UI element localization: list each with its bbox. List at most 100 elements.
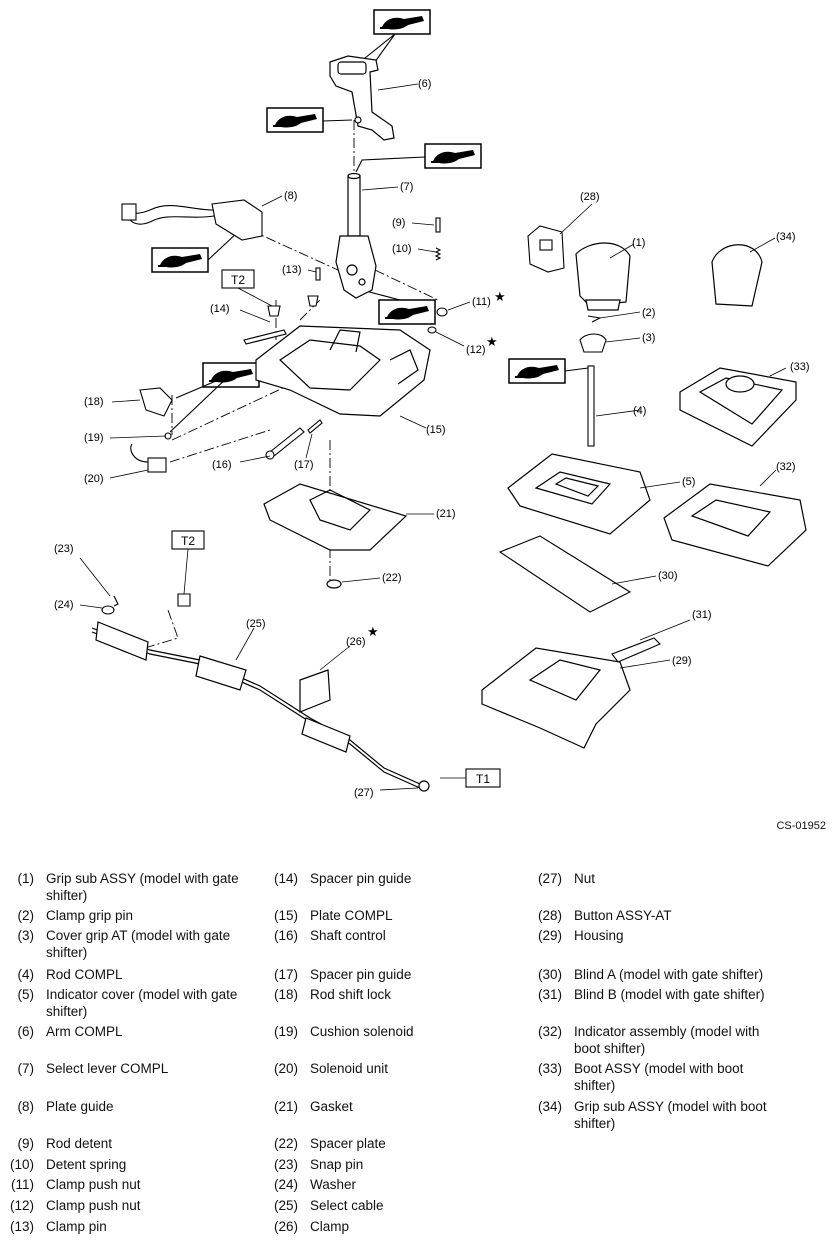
solenoid-unit [147, 457, 167, 473]
detent-spring [434, 247, 442, 261]
grease-icon [378, 299, 436, 325]
legend-number: (12) [9, 1198, 34, 1213]
legend-number: (7) [17, 1061, 35, 1076]
legend-text: Shaft control [310, 928, 386, 943]
legend-text: Blind B (model with gate shifter) [574, 987, 765, 1002]
legend-text: Select lever COMPL [46, 1061, 169, 1076]
clamp-grip-pin [587, 315, 602, 323]
legend-text: Clamp push nut [46, 1198, 141, 1213]
legend-text: Housing [574, 928, 624, 943]
plate-guide [121, 199, 263, 241]
callout: (34) [776, 231, 796, 243]
legend-number: (26) [273, 1219, 298, 1234]
grease-icon [151, 247, 209, 273]
legend-number: (6) [17, 1024, 35, 1039]
legend-number: (2) [17, 908, 35, 923]
callout: (30) [658, 570, 678, 582]
legend-number: (21) [273, 1099, 298, 1114]
grease-icon [373, 9, 431, 35]
blind-a [498, 535, 632, 613]
legend-text: Snap pin [310, 1157, 364, 1172]
bolt [307, 295, 319, 307]
legend-number: (3) [17, 928, 35, 943]
arm-compl [329, 55, 395, 141]
nut [418, 780, 430, 792]
clamp-push-nut [427, 326, 437, 334]
callout: (7) [400, 181, 413, 193]
legend-text: Plate guide [46, 1099, 114, 1114]
legend-number: (27) [537, 871, 562, 886]
grease-icon [508, 358, 566, 384]
gasket [263, 483, 408, 551]
callout: (5) [682, 476, 695, 488]
legend-number: (20) [273, 1061, 298, 1076]
callout: (12) [466, 344, 486, 356]
legend-number: (18) [273, 987, 298, 1002]
legend-text: Button ASSY-AT [574, 908, 672, 923]
torque-box [465, 768, 501, 788]
clamp [299, 669, 331, 713]
legend-text: Clamp [310, 1219, 350, 1234]
legend-number: (23) [273, 1157, 298, 1172]
rod-compl [587, 365, 595, 447]
spacer-plate [326, 579, 342, 589]
legend-text: Washer [310, 1177, 357, 1192]
legend-text: Solenoid unit [310, 1061, 389, 1076]
legend-text: Nut [574, 871, 596, 886]
legend-number: (28) [537, 908, 562, 923]
grease-icon [266, 107, 324, 133]
legend-number: (24) [273, 1177, 298, 1192]
legend-text: Select cable [310, 1198, 384, 1213]
callout: (32) [776, 461, 796, 473]
callout: (9) [392, 217, 405, 229]
legend-number: (32) [537, 1024, 562, 1039]
callout: (3) [642, 332, 655, 344]
bolt [177, 593, 191, 607]
blind-b [611, 637, 661, 663]
legend-number: (8) [17, 1099, 35, 1114]
legend-text: Grip sub ASSY (model with gate shifter) [46, 871, 239, 903]
legend-number: (29) [537, 928, 562, 943]
rod-detent [435, 217, 441, 233]
callout: (28) [580, 191, 600, 203]
legend-number: (17) [273, 967, 298, 982]
legend-text: Indicator assembly (model with boot shif… [574, 1024, 760, 1056]
callout: (25) [246, 618, 266, 630]
grease-icon [424, 143, 482, 169]
star-icon: ★ [486, 334, 498, 349]
callout: (13) [282, 264, 302, 276]
legend-number: (34) [537, 1099, 562, 1114]
legend-number: (11) [10, 1177, 34, 1192]
legend-text: Gasket [310, 1099, 353, 1114]
legend-number: (10) [9, 1157, 34, 1172]
legend-number: (16) [273, 928, 298, 943]
housing [481, 647, 631, 749]
select-cable [91, 621, 430, 792]
torque-label: T2 [231, 273, 245, 287]
legend-number: (13) [9, 1219, 34, 1234]
legend-text: Cushion solenoid [310, 1024, 414, 1039]
legend-number: (19) [273, 1024, 298, 1039]
legend-text: Boot ASSY (model with boot shifter) [574, 1061, 744, 1093]
legend-number: (30) [537, 967, 562, 982]
callout: (26) [346, 636, 366, 648]
callout: (16) [212, 459, 232, 471]
star-icon: ★ [367, 624, 379, 639]
legend-text: Arm COMPL [46, 1024, 123, 1039]
diagram-code: CS-01952 [776, 820, 826, 832]
legend-number: (25) [273, 1198, 298, 1213]
legend-number: (9) [17, 1136, 35, 1151]
boot-assy [679, 367, 797, 447]
diagram-svg: T2 T2 T1 (1) (2) (3) (4) (5) (6) (7) (8)… [54, 9, 810, 799]
legend-text: Blind A (model with gate shifter) [574, 967, 764, 982]
legend-text: Rod COMPL [46, 967, 123, 982]
legend-text: Rod detent [46, 1136, 113, 1151]
legend-text: Plate COMPL [310, 908, 393, 923]
select-lever [335, 172, 377, 299]
legend-text: Clamp grip pin [46, 908, 134, 923]
callout: (22) [382, 572, 402, 584]
clamp-push-nut [436, 307, 448, 317]
indicator-assembly [663, 483, 807, 567]
washer [101, 605, 115, 615]
legend-text: Grip sub ASSY (model with boot shifter) [574, 1099, 767, 1131]
